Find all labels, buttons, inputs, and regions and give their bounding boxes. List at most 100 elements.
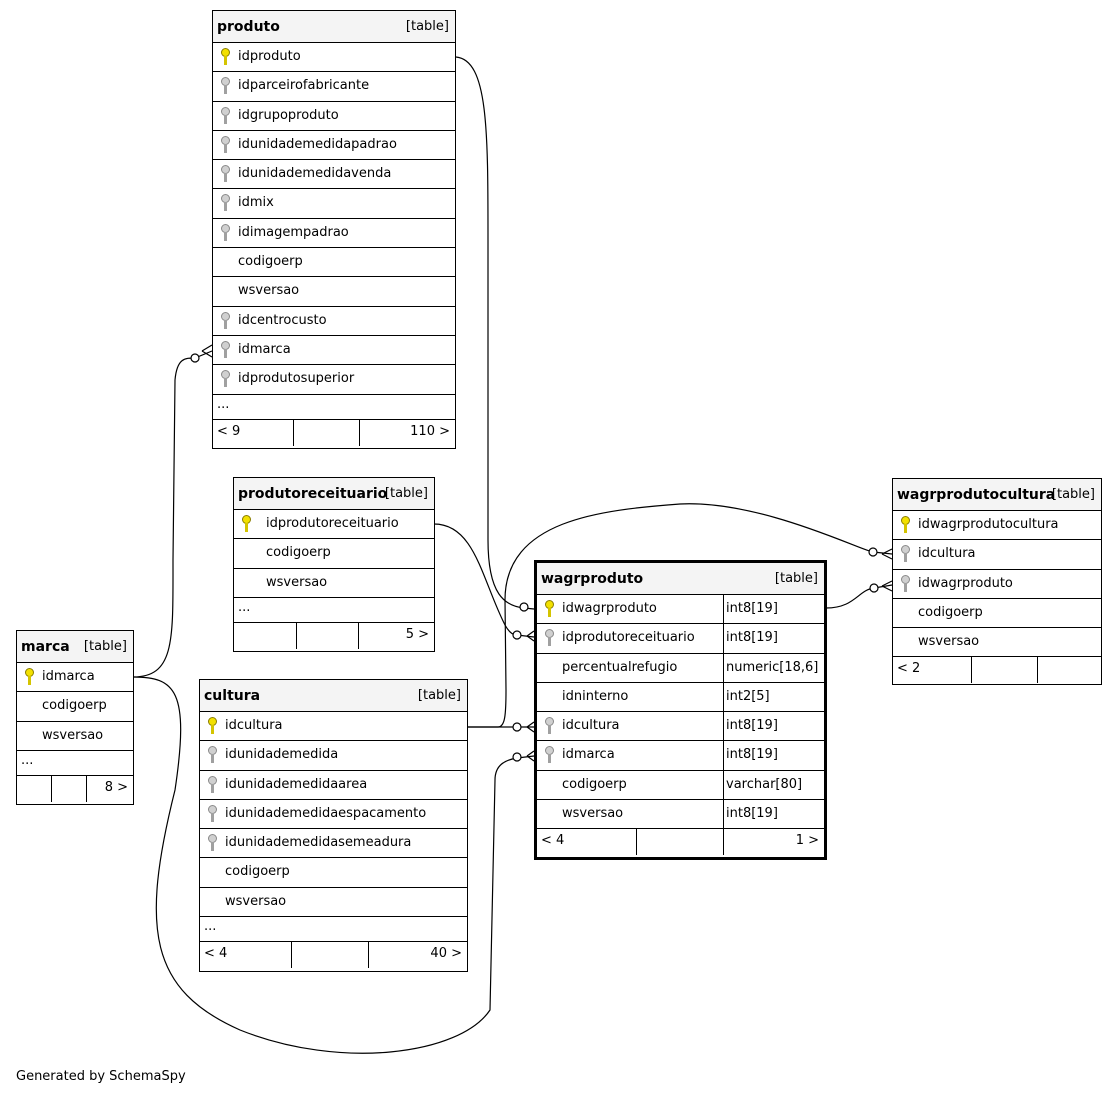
parent-count[interactable]: < 9 [217, 423, 241, 439]
table-header: cultura [table] [200, 680, 467, 712]
column-row[interactable]: idgrupoproduto [213, 102, 455, 131]
column-name: idmarca [562, 747, 615, 763]
child-count[interactable]: 8 > [104, 779, 128, 795]
column-row[interactable]: idcultura int8[19] [537, 712, 824, 742]
table-footer: < 2 [893, 657, 1101, 684]
column-type: int8[19] [726, 806, 778, 822]
column-name: idwagrproduto [918, 575, 1013, 591]
column-row[interactable]: idunidademedidasemeadura [200, 829, 467, 859]
column-name: idunidademedidapadrao [238, 136, 397, 152]
child-count[interactable]: 1 > [795, 833, 819, 849]
column-name: idunidademedidavenda [238, 166, 392, 182]
column-row[interactable]: idunidademedidapadrao [213, 131, 455, 161]
column-name: codigoerp [238, 254, 303, 270]
table-name: wagrprodutocultura [897, 487, 1056, 503]
column-row[interactable]: idunidademedidavenda [213, 160, 455, 190]
column-name: idcultura [918, 546, 976, 562]
optional-circle [190, 353, 200, 363]
child-count[interactable]: 5 > [405, 626, 429, 642]
column-type: int2[5] [726, 688, 770, 704]
column-name: idproduto [238, 49, 301, 64]
crowsfoot [526, 750, 535, 762]
table-footer: < 4 1 > [537, 829, 824, 856]
optional-circle [512, 752, 522, 762]
column-name: idcultura [562, 718, 620, 734]
parent-count[interactable]: < 2 [897, 661, 921, 677]
column-row[interactable]: idmarca [213, 336, 455, 366]
table-header: marca [table] [17, 631, 133, 663]
foreign-key-icon [208, 834, 217, 852]
link-wagrproduto-wagrprodutocultura [825, 584, 893, 609]
column-name: idgrupoproduto [238, 107, 339, 123]
table-header: produto [table] [213, 11, 455, 43]
column-row[interactable]: codigoerp [200, 858, 467, 888]
column-name: idparceirofabricante [238, 78, 370, 94]
column-name: idprodutosuperior [238, 371, 355, 387]
column-row[interactable]: wsversao [893, 628, 1101, 658]
column-row[interactable]: idcultura [200, 712, 467, 742]
foreign-key-icon [545, 629, 554, 647]
table-footer: < 9 110 > [213, 419, 455, 446]
column-name: idunidademedidaarea [225, 776, 368, 792]
column-row[interactable]: wsversao [234, 569, 434, 598]
more-columns: ... [213, 395, 455, 420]
child-count[interactable]: 110 > [410, 423, 450, 439]
column-row[interactable]: idmarca [17, 663, 133, 693]
column-row[interactable]: codigoerp [17, 692, 133, 722]
column-row[interactable]: idwagrprodutocultura [893, 511, 1101, 541]
table-header: wagrprodutocultura [table] [893, 479, 1101, 511]
column-name: idimagempadrao [238, 224, 349, 240]
column-row[interactable]: codigoerp [213, 248, 455, 278]
column-row[interactable]: idimagempadrao [213, 219, 455, 249]
parent-count[interactable]: < 4 [204, 946, 228, 962]
child-count[interactable]: 40 > [430, 946, 462, 962]
column-name: wsversao [42, 727, 104, 743]
column-row[interactable]: idunidademedidaespacamento [200, 800, 467, 830]
column-row[interactable]: wsversao [17, 722, 133, 751]
column-type: int8[19] [726, 718, 778, 734]
column-row[interactable]: idprodutoreceituario [234, 510, 434, 540]
column-name: idprodutoreceituario [562, 630, 695, 646]
foreign-key-icon [208, 804, 217, 823]
column-row[interactable]: wsversao [200, 888, 467, 918]
column-row[interactable]: wsversao [213, 277, 455, 307]
primary-key-icon [221, 48, 230, 66]
column-row[interactable]: idunidademedidaarea [200, 771, 467, 800]
column-row[interactable]: idparceirofabricante [213, 72, 455, 102]
link-produto-wagrproduto [455, 56, 535, 610]
table-produto[interactable]: produto [table] idproduto idparceirofabri… [212, 10, 456, 449]
more-columns: ... [17, 751, 133, 776]
column-name: codigoerp [266, 545, 331, 561]
generated-by-credit[interactable]: Generated by SchemaSpy [16, 1069, 186, 1084]
table-wagrprodutocultura[interactable]: wagrprodutocultura [table] idwagrproduto… [892, 478, 1102, 685]
column-row[interactable]: idproduto [213, 43, 455, 73]
table-name: marca [21, 639, 70, 655]
column-name: codigoerp [562, 776, 627, 792]
column-row[interactable]: idwagrproduto [893, 570, 1101, 599]
column-name: idwagrprodutocultura [918, 517, 1059, 532]
table-produtoreceituario[interactable]: produtoreceituario [table] idprodutorece… [233, 477, 435, 652]
column-row[interactable]: idprodutosuperior [213, 365, 455, 395]
column-row[interactable]: codigoerp [893, 599, 1101, 629]
foreign-key-icon [221, 165, 230, 183]
table-kind: [table] [417, 688, 461, 703]
column-row[interactable]: idunidademedida [200, 741, 467, 771]
foreign-key-icon [545, 746, 554, 764]
column-row[interactable]: idmix [213, 189, 455, 219]
column-row[interactable]: idcentrocusto [213, 307, 455, 336]
table-kind: [table] [774, 571, 818, 586]
foreign-key-icon [901, 574, 910, 593]
column-row[interactable]: codigoerp [234, 539, 434, 569]
parent-count[interactable]: < 4 [541, 833, 565, 849]
column-row[interactable]: idcultura [893, 540, 1101, 570]
